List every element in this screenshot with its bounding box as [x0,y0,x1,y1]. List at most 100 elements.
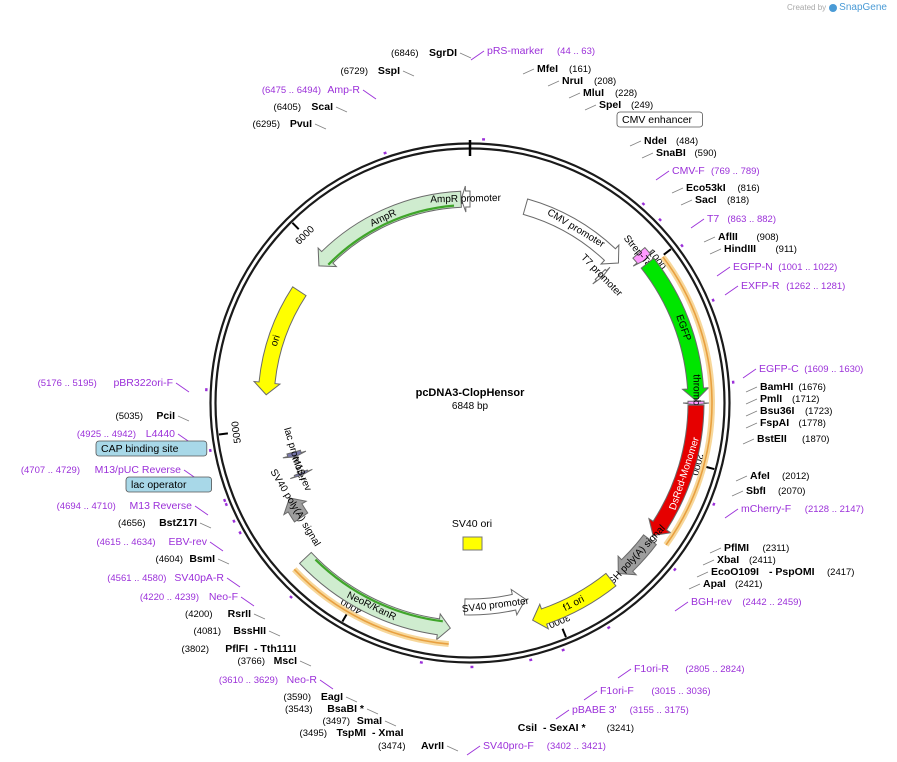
primer-site-egfp-c: EGFP-C(1609 .. 1630) [759,363,863,375]
credit-brand: SnapGene [839,2,887,13]
primer-name: EBV-rev [168,536,207,548]
leader-line [745,422,758,429]
primer-site-m13-puc-reverse: M13/pUC Reverse(4707 .. 4729) [21,464,181,476]
enzyme-name: AfeI [750,470,770,482]
primer-mark [289,595,293,599]
enzyme-name: Eco53kI [686,182,726,194]
primer-name: EXFP-R [741,280,780,292]
primer-leader-line [655,170,670,181]
feature-box-label: CMV enhancer [622,114,693,126]
primer-name: L4440 [146,428,175,440]
primer-site-mcherry-f: mCherry-F(2128 .. 2147) [741,503,864,515]
primer-range: (6475 .. 6494) [262,85,321,96]
feature-ampr-promoter-arrow [460,185,471,213]
enzyme-site-afei: AfeI(2012) [750,470,809,482]
enzyme-position: (208) [594,76,616,87]
feature-egfp-arrow [640,257,710,402]
primer-name: CMV-F [672,165,705,177]
primer-name: Neo-R [287,674,318,686]
leader-line [568,92,581,99]
tick-mark-1000 [663,248,672,256]
enzyme-name-secondary: - SexAI * [543,722,587,734]
plasmid-name: pcDNA3-ClopHensor [416,387,526,399]
enzyme-name: EcoO109I [711,566,759,578]
enzyme-name: PciI [156,410,175,422]
feature-box-frame [125,476,212,493]
leader-line [335,106,348,113]
primer-mark [232,519,236,524]
leader-line [345,696,358,703]
primer-mark [672,567,677,572]
tick-mark-3000 [561,628,567,638]
enzyme-name: NruI [562,75,583,87]
enzyme-site-eco53ki: Eco53kI(816) [686,182,760,194]
enzyme-site-ndei: NdeI(484) [644,135,698,147]
enzyme-site-pflmi: PflMI(2311) [724,542,789,554]
enzyme-site-scai: ScaI(6405) [274,101,334,113]
enzyme-site-msci: MscI(3766) [238,655,298,667]
enzyme-name: SmaI [357,715,382,727]
feature-strep-tag-ii-arrow [632,246,654,267]
primer-leader-line [716,266,731,277]
enzyme-site-mfei: MfeI(161) [537,63,591,75]
enzyme-name: MscI [274,655,297,667]
primer-mark [561,648,565,652]
feature-f1-ori-arrow [531,572,617,630]
enzyme-name: EagI [321,691,343,703]
primer-mark [712,502,716,507]
leader-line [366,708,379,715]
enzyme-name: ApaI [703,578,726,590]
primer-range: (2442 .. 2459) [742,597,801,608]
enzyme-position: (3590) [284,692,311,703]
enzyme-site-aflii: AflII(908) [718,231,779,243]
primer-site-t7: T7(863 .. 882) [707,213,776,225]
feature-lac-promoter-arrow [282,449,307,459]
enzyme-site-eagi: EagI (3590) [284,691,344,703]
enzyme-name-secondary: - Tth111I [254,643,296,655]
feature-bgh-poly-a-signal-arrow [617,534,658,576]
orf-egfp-dsred-band-line [662,256,713,546]
enzyme-site-nrui: NruI (208) [562,75,616,87]
leader-line [547,80,560,87]
primer-leader-line [240,596,255,607]
primer-range: (3610 .. 3629) [219,675,278,686]
feature-box-frame [616,111,703,128]
feature-ampr-cds-line [327,204,455,266]
primer-mark [224,502,228,507]
primer-leader-line [470,50,485,61]
primer-leader-line [555,709,570,720]
primer-range: (1262 .. 1281) [786,281,845,292]
leader-line [522,68,535,75]
enzyme-site-pvui: PvuI(6295) [253,118,313,130]
enzyme-position: (3474) [378,741,405,752]
enzyme-site-csii: CsiI- SexAI *(3241) [518,722,634,734]
enzyme-site-spei: SpeI(249) [599,99,653,111]
enzyme-name: BsaBI * [327,703,365,715]
enzyme-name: HindIII [724,243,756,255]
enzyme-name: BsmI [189,553,215,565]
primer-mark [680,243,684,248]
enzyme-position: (6729) [341,66,368,77]
primer-mark [711,298,715,302]
primer-range: (1609 .. 1630) [804,364,863,375]
primer-site-exfp-r: EXFP-R (1262 .. 1281) [741,280,845,292]
enzyme-site-snabi: SnaBI(590) [656,147,717,159]
primer-range: (4561 .. 4580) [107,573,166,584]
leader-line [671,187,684,194]
enzyme-name: TspMI [336,727,366,739]
feature-ori-label: ori [269,334,283,348]
primer-mark [222,498,227,503]
enzyme-site-apai: ApaI (2421) [703,578,762,590]
sv40-ori-box [462,536,483,551]
enzyme-site-pcii: PciI(5035) [116,410,176,422]
enzyme-name: SgrDI [429,47,457,59]
tick-mark-5000 [218,432,229,436]
enzyme-position: (818) [727,195,749,206]
enzyme-name: AvrII [421,740,444,752]
primer-name: Amp-R [327,84,360,96]
primer-leader-line [690,218,705,229]
enzyme-position: (3495) [300,728,327,739]
leader-line [745,410,758,417]
enzyme-position: (2070) [778,486,805,497]
enzyme-position: (2421) [735,579,762,590]
